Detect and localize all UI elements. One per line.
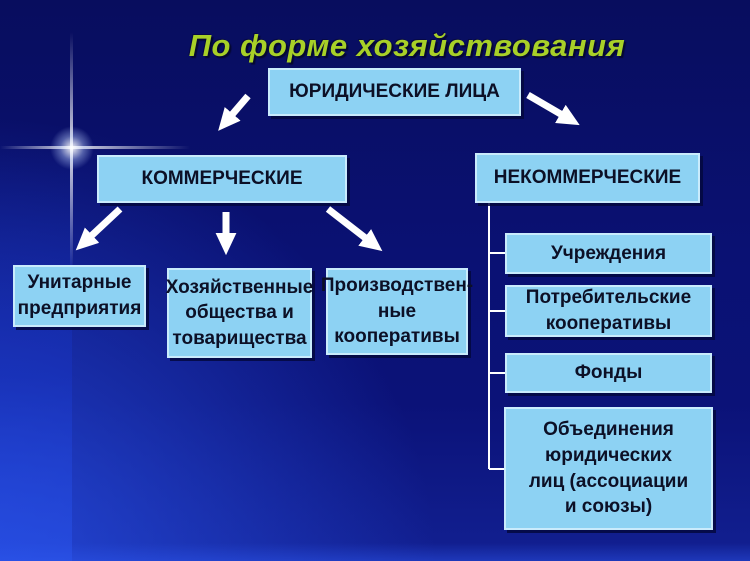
slide-title: По форме хозяйствования [188, 28, 626, 63]
background-bottom-glow [0, 543, 750, 561]
node-legal-entities: ЮРИДИЧЕСКИЕ ЛИЦА [268, 68, 521, 116]
background-light-band [0, 150, 72, 561]
node-funds: Фонды [505, 353, 712, 393]
lens-flare-icon [50, 126, 94, 170]
node-noncommercial: НЕКОММЕРЧЕСКИЕ [475, 153, 700, 203]
node-institutions: Учреждения [505, 233, 712, 274]
node-production-cooperatives: Производствен- ные кооперативы [321, 268, 473, 355]
node-unitary-enterprises: Унитарные предприятия [13, 265, 146, 327]
node-business-companies-partnerships: Хозяйственные общества и товарищества [166, 268, 313, 358]
node-consumer-cooperatives: Потребительские кооперативы [505, 285, 712, 337]
node-commercial: КОММЕРЧЕСКИЕ [97, 155, 347, 203]
arrow-commercial-to-cooperatives [325, 206, 383, 252]
arrow-root-to-commercial [218, 93, 251, 131]
arrow-commercial-to-unitary [75, 206, 123, 251]
node-associations-of-legal-entities: Объединения юридических лиц (ассоциации … [504, 407, 713, 530]
arrow-root-to-noncommercial [526, 91, 580, 126]
lens-flare-horizontal-beam [0, 146, 190, 149]
